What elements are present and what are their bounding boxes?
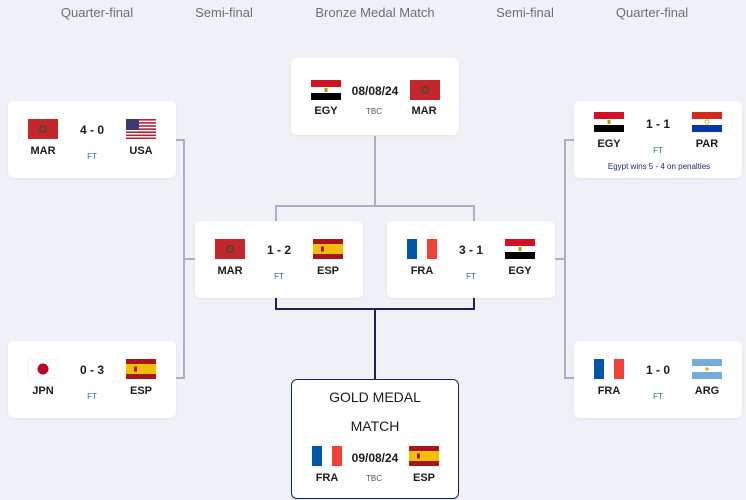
gold-title-line1: GOLD MEDAL: [329, 389, 421, 405]
japan-flag-icon: [28, 359, 58, 379]
qf-right-top-status: FT: [653, 146, 663, 155]
sf-right-home-code: FRA: [410, 265, 434, 277]
penalty-note: Egypt wins 5 - 4 on penalties: [607, 162, 711, 171]
sf-left-card[interactable]: MAR 1 - 2 FT ESP: [195, 221, 363, 298]
morocco-flag-icon: [28, 119, 58, 139]
sf-right-card[interactable]: FRA 3 - 1 FT EGY: [387, 221, 555, 298]
sf-left-score: 1 - 2: [266, 243, 291, 257]
qf-right-bottom-status: FT: [653, 392, 663, 401]
header-left-quarter-final: Quarter-final: [60, 5, 134, 20]
spain-flag-icon: [126, 359, 156, 379]
paraguay-flag-icon: [692, 112, 722, 132]
sf-right-status: FT: [466, 272, 476, 281]
qf-right-top-away-code: PAR: [695, 138, 719, 150]
gold-status: TBC: [366, 474, 382, 483]
morocco-flag-icon: [215, 239, 245, 259]
morocco-flag-icon: [410, 80, 440, 100]
sf-left-home-code: MAR: [217, 265, 243, 277]
sf-right-score: 3 - 1: [458, 243, 483, 257]
header-right-semi-final: Semi-final: [496, 5, 554, 20]
header-left-semi-final: Semi-final: [195, 5, 253, 20]
egypt-flag-icon: [311, 80, 341, 100]
egypt-flag-icon: [505, 239, 535, 259]
gold-title-line2: MATCH: [350, 418, 400, 434]
bronze-status: TBC: [366, 107, 382, 116]
gold-away-code: ESP: [412, 472, 435, 484]
france-flag-icon: [594, 359, 624, 379]
bronze-home-code: EGY: [314, 105, 338, 117]
usa-flag-icon: [126, 119, 156, 139]
gold-medal-match-card[interactable]: GOLD MEDAL MATCH FRA 09/08/24 TBC ESP: [291, 379, 459, 499]
france-flag-icon: [312, 446, 342, 466]
header-bronze-medal-match: Bronze Medal Match: [315, 5, 435, 20]
connector-right-qf: [564, 139, 574, 379]
qf-left-bottom-home-code: JPN: [32, 385, 54, 397]
qf-left-top-status: FT: [87, 152, 97, 161]
qf-right-bottom-away-code: ARG: [694, 385, 720, 397]
header-right-quarter-final: Quarter-final: [615, 5, 689, 20]
sf-left-status: FT: [274, 272, 284, 281]
bronze-date: 08/08/24: [351, 84, 399, 98]
qf-right-top-card[interactable]: EGY 1 - 1 FT PAR Egypt wins 5 - 4 on pen…: [574, 101, 742, 178]
connector-sf-to-gold-bar: [275, 298, 475, 310]
qf-right-top-score: 1 - 1: [645, 117, 670, 131]
qf-left-bottom-status: FT: [87, 392, 97, 401]
qf-left-bottom-card[interactable]: JPN 0 - 3 FT ESP: [8, 341, 176, 418]
qf-right-bottom-score: 1 - 0: [645, 363, 670, 377]
sf-left-away-code: ESP: [316, 265, 339, 277]
qf-left-top-away-code: USA: [129, 145, 153, 157]
bronze-medal-match-card[interactable]: EGY 08/08/24 TBC MAR: [291, 58, 459, 135]
qf-left-bottom-score: 0 - 3: [79, 363, 104, 377]
sf-right-away-code: EGY: [508, 265, 532, 277]
connector-left-qf: [176, 139, 185, 379]
qf-right-bottom-card[interactable]: FRA 1 - 0 FT ARG: [574, 341, 742, 418]
bronze-away-code: MAR: [411, 105, 437, 117]
qf-right-bottom-home-code: FRA: [597, 385, 621, 397]
qf-left-top-score: 4 - 0: [79, 123, 104, 137]
spain-flag-icon: [313, 239, 343, 259]
gold-date: 09/08/24: [351, 451, 399, 465]
gold-home-code: FRA: [315, 472, 339, 484]
france-flag-icon: [407, 239, 437, 259]
spain-flag-icon: [409, 446, 439, 466]
argentina-flag-icon: [692, 359, 722, 379]
qf-right-top-home-code: EGY: [597, 138, 621, 150]
qf-left-top-home-code: MAR: [30, 145, 56, 157]
qf-left-bottom-away-code: ESP: [129, 385, 152, 397]
qf-left-top-card[interactable]: MAR 4 - 0 FT USA: [8, 101, 176, 178]
egypt-flag-icon: [594, 112, 624, 132]
connector-sf-to-bronze-bar: [275, 205, 475, 221]
